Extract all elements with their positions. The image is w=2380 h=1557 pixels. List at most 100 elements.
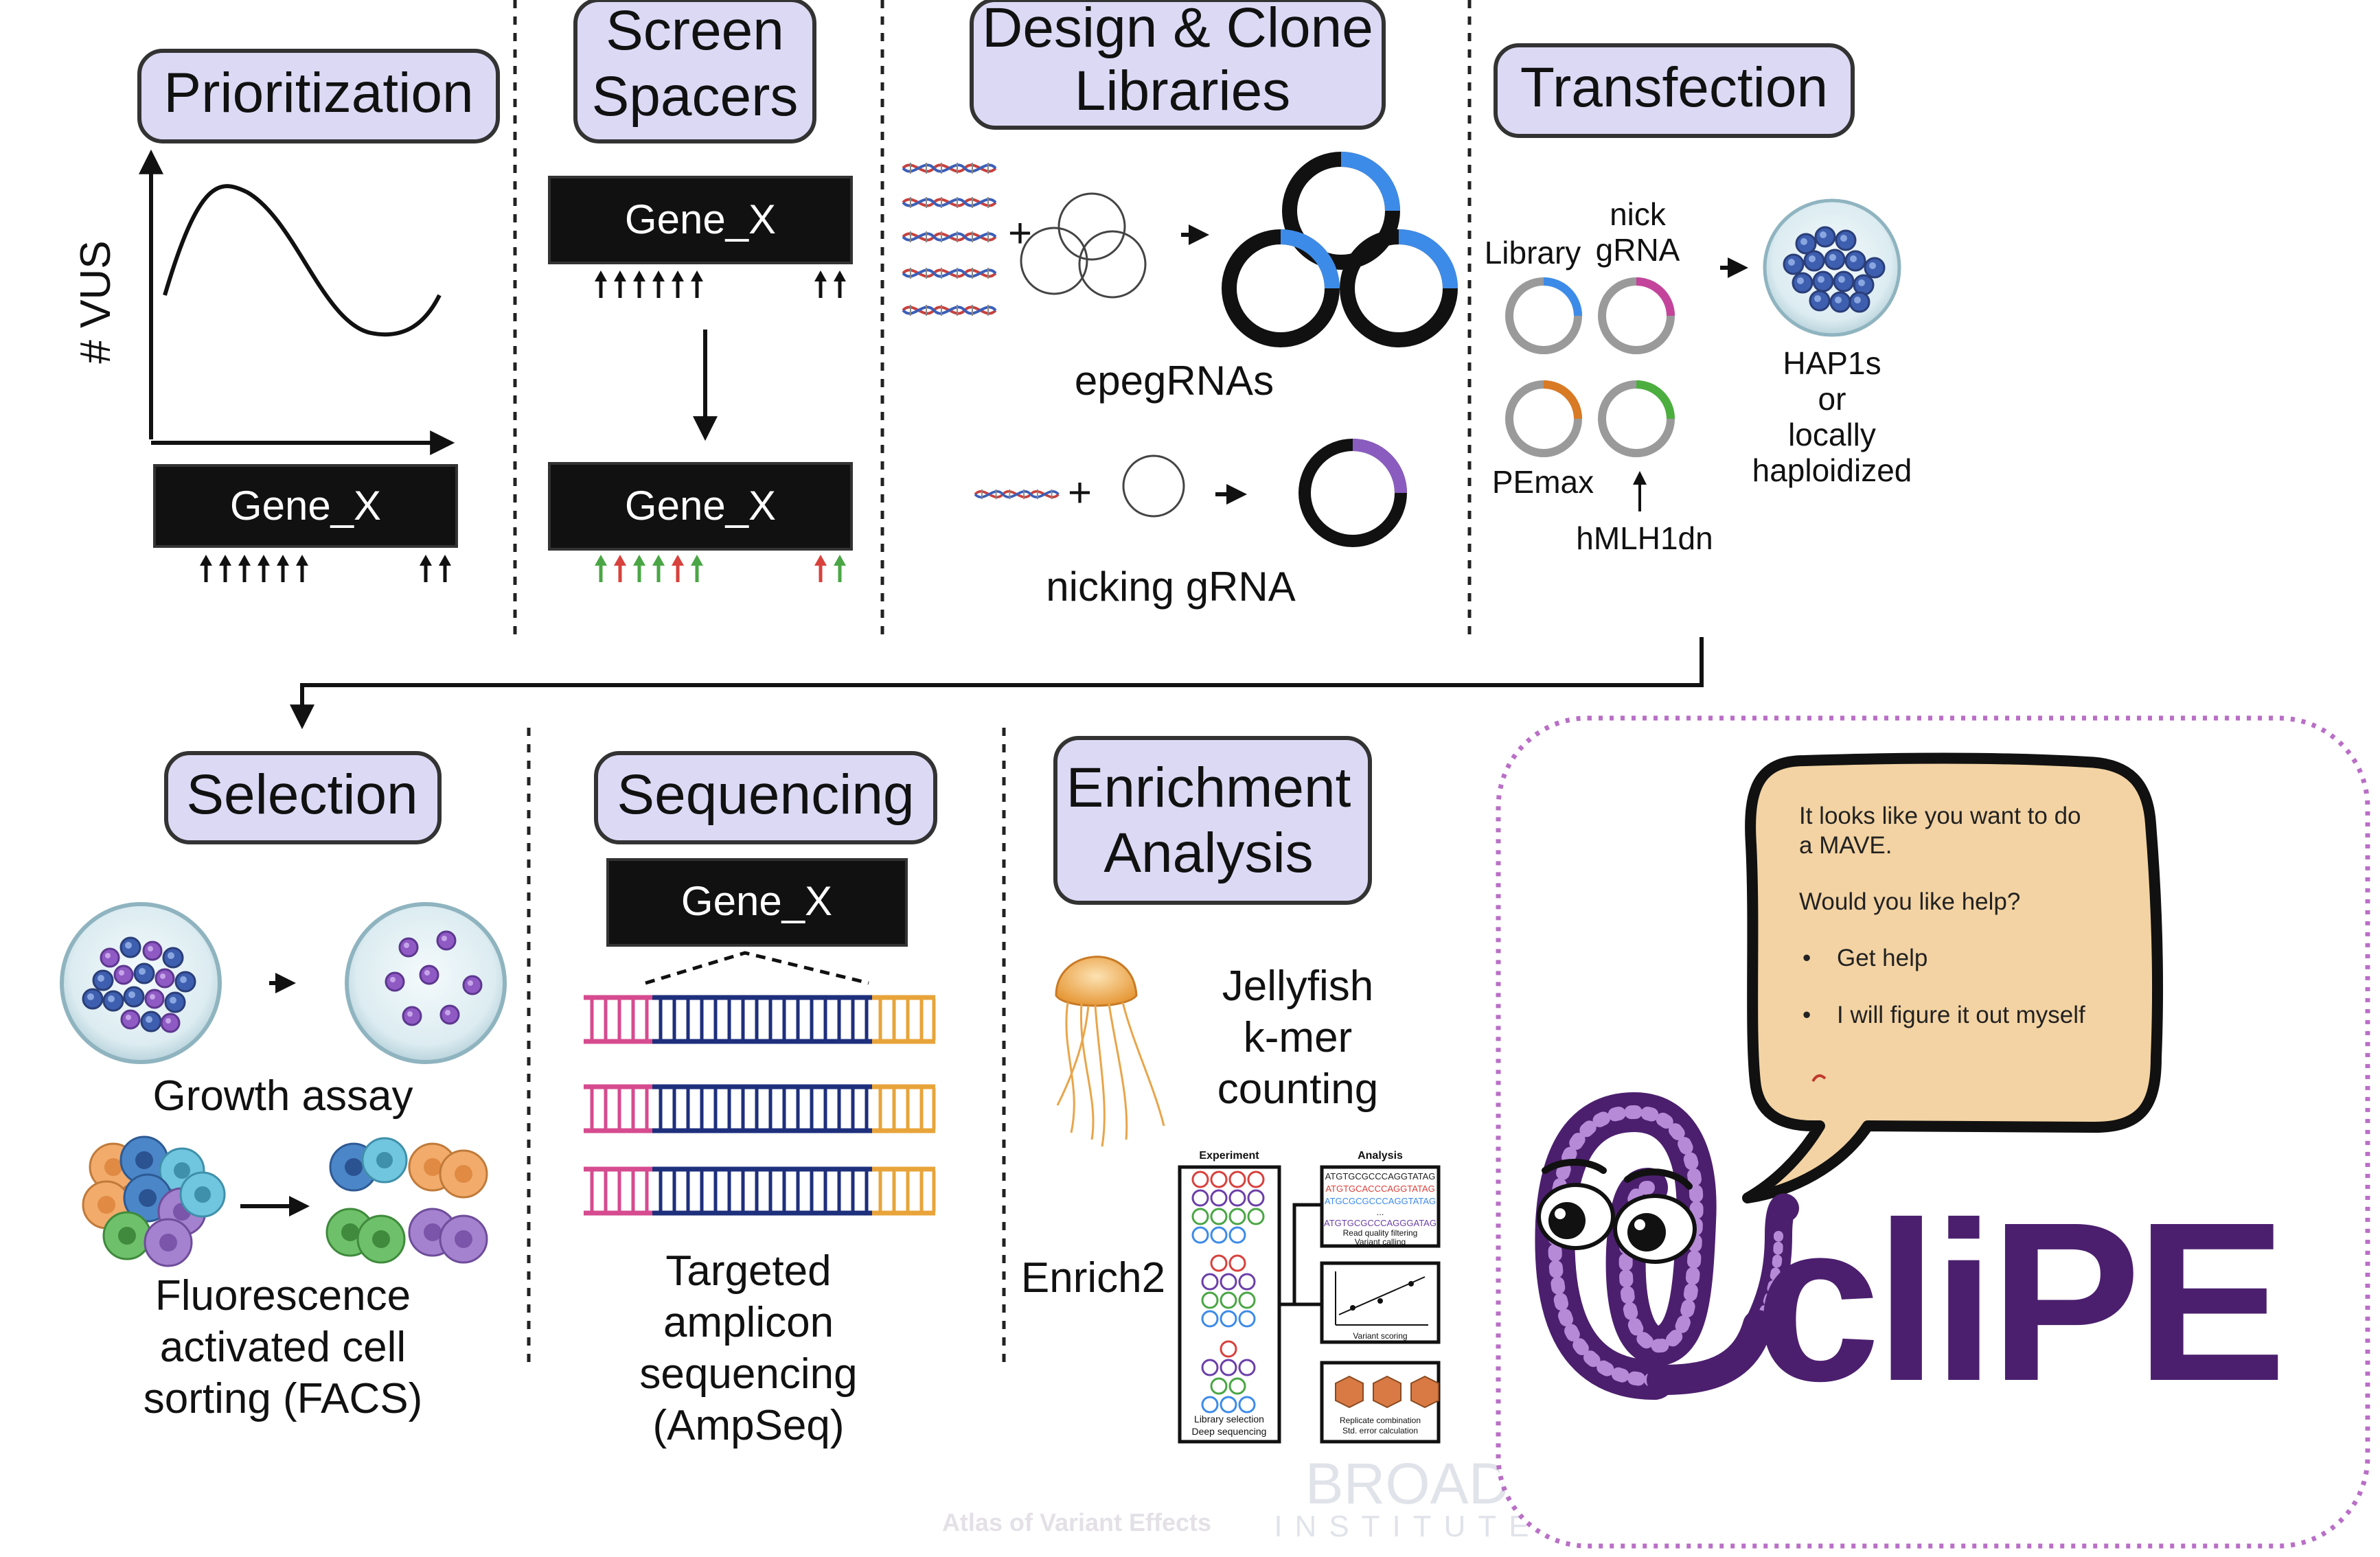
sequencing-label-3: sequencing (639, 1350, 857, 1398)
dna-oligos (902, 161, 997, 317)
screen-spacers-title-box (573, 0, 816, 143)
watermark-broad: BROAD (1305, 1451, 1511, 1516)
vus-curve (163, 184, 442, 337)
read-3 (584, 1168, 954, 1214)
panel-seq-4: ATGTGCGCCCAGGGATAG (1324, 1218, 1437, 1228)
zoom-lines (645, 951, 869, 985)
gene-label-bottom: Gene_X (625, 483, 776, 529)
dna-paperclip-mascot (1535, 1092, 1799, 1400)
design-clone-title-1: Design & Clone (982, 0, 1373, 59)
spacer-arrows-screened (595, 555, 846, 582)
panel-quality-1: Read quality filtering (1343, 1228, 1418, 1238)
cells-label-3: locally (1788, 417, 1876, 452)
nicking-oligo (974, 487, 1060, 501)
backbone-circles (1020, 192, 1147, 299)
read-2 (584, 1085, 954, 1132)
jellyfish-icon (1055, 956, 1165, 1147)
panel-experiment: Experiment (1199, 1150, 1259, 1162)
step-enrichment: Enrichment Analysis Jellyfish k-mer coun… (1021, 736, 1441, 1444)
hmlh1dn-label: hMLH1dn (1576, 520, 1713, 556)
spacer-arrows (200, 555, 451, 582)
step-screen-spacers: Screen Spacers Gene_X Gene_X (548, 0, 853, 582)
enrich2-panel: Experiment Library selection Deep sequen… (1178, 1150, 1441, 1444)
panel-library: Library selection (1194, 1414, 1264, 1425)
jellyfish-label-2: k-mer (1244, 1014, 1352, 1061)
pemax-label: PEmax (1492, 464, 1594, 500)
step-prioritization: Prioritization # VUS Gene_X (72, 49, 500, 582)
panel-quality-2: Variant calling (1355, 1237, 1406, 1247)
design-clone-title-2: Libraries (1075, 60, 1290, 122)
panel-dots: ... (1377, 1207, 1384, 1217)
enrichment-title-box (1053, 736, 1372, 905)
facs-label-2: activated cell (160, 1324, 406, 1371)
panel-deepseq: Deep sequencing (1192, 1426, 1267, 1437)
y-axis-label: # VUS (72, 240, 119, 363)
mascot-brow-right (1624, 1168, 1693, 1190)
transfection-title-box (1494, 43, 1855, 138)
screen-spacers-title-2: Spacers (592, 65, 799, 128)
bubble-mark (1811, 1074, 1827, 1083)
step-design-clone: Design & Clone Libraries + epegRNAs + (902, 0, 1458, 610)
gene-label-top: Gene_X (625, 196, 776, 242)
gene-label-seq: Gene_X (681, 878, 832, 924)
panel-variant: Variant scoring (1353, 1331, 1407, 1341)
prioritization-title-box (137, 49, 500, 143)
nick-label-1: nick (1610, 196, 1667, 232)
cells-label-2: or (1818, 381, 1846, 417)
library-label: Library (1485, 235, 1581, 270)
screen-spacers-title-1: Screen (606, 0, 784, 62)
row-connector-arrow (290, 637, 1704, 730)
sequencing-label-2: amplicon (663, 1299, 834, 1346)
watermark-ave: Atlas of Variant Effects (942, 1508, 1211, 1536)
spacer-arrows-top (595, 270, 846, 298)
sequencing-title: Sequencing (617, 763, 914, 826)
plus-sign-1: + (1008, 210, 1032, 256)
sequencing-label-4: (AmpSeq) (652, 1402, 844, 1449)
enrichment-title-1: Enrichment (1066, 757, 1351, 819)
jellyfish-label-3: counting (1217, 1065, 1378, 1113)
sequencing-label-1: Targeted (665, 1247, 831, 1295)
enrich2-label: Enrich2 (1021, 1254, 1165, 1302)
enrichment-title-2: Analysis (1103, 822, 1313, 884)
panel-replicate: Replicate combination (1340, 1416, 1421, 1425)
speech-bubble (1742, 752, 2163, 1203)
panel-analysis: Analysis (1358, 1150, 1403, 1162)
bubble-bullet-2: • (1803, 1002, 1811, 1028)
gene-label: Gene_X (230, 483, 381, 529)
transfection-title: Transfection (1520, 56, 1828, 119)
panel-stderr: Std. error calculation (1342, 1426, 1418, 1435)
cells-label-1: HAP1s (1783, 345, 1881, 381)
panel-seq-3: ATGCGCGCCCAGGTATAG (1325, 1196, 1436, 1206)
gene-box-bottom (548, 462, 853, 551)
sequencing-title-box (594, 751, 937, 844)
epegrna-label: epegRNAs (1075, 358, 1274, 404)
transfection-plasmids (1505, 277, 1675, 457)
design-clone-title-box (970, 0, 1386, 130)
clipe-panel: It looks like you want to do a MAVE. Wou… (1496, 715, 2370, 1549)
bubble-option-get-help[interactable]: Get help (1837, 945, 1927, 971)
gene-box-top (548, 176, 853, 264)
nick-label-2: gRNA (1596, 232, 1680, 268)
facs-sorted (325, 1137, 488, 1264)
jellyfish-label-1: Jellyfish (1222, 962, 1374, 1010)
bubble-line-2: a MAVE. (1799, 832, 1892, 859)
gene-box (153, 464, 458, 548)
panel-seq-1: ATGTGCGCCCAGGTATAG (1325, 1171, 1436, 1181)
panel-seq-2: ATGTGCACCCAGGTATAG (1325, 1184, 1434, 1194)
mascot-brow-left (1542, 1159, 1607, 1174)
epegrna-plasmids (1222, 152, 1458, 347)
bubble-line-1: It looks like you want to do (1799, 803, 2081, 829)
step-transfection: Transfection Library nick gRNA PEmax hML… (1485, 43, 1912, 556)
facs-unsorted (82, 1135, 226, 1267)
nicking-label: nicking gRNA (1046, 564, 1296, 610)
replicate-cubes (1335, 1375, 1439, 1409)
bubble-option-figure-out[interactable]: I will figure it out myself (1837, 1002, 2085, 1028)
gene-box-seq (606, 858, 908, 947)
selection-title-box (164, 751, 442, 844)
facs-label-3: sorting (FACS) (144, 1375, 423, 1422)
read-1 (584, 996, 954, 1043)
bubble-question: Would you like help? (1799, 888, 2020, 915)
prioritization-title: Prioritization (163, 62, 473, 124)
nicking-backbone (1122, 454, 1185, 518)
